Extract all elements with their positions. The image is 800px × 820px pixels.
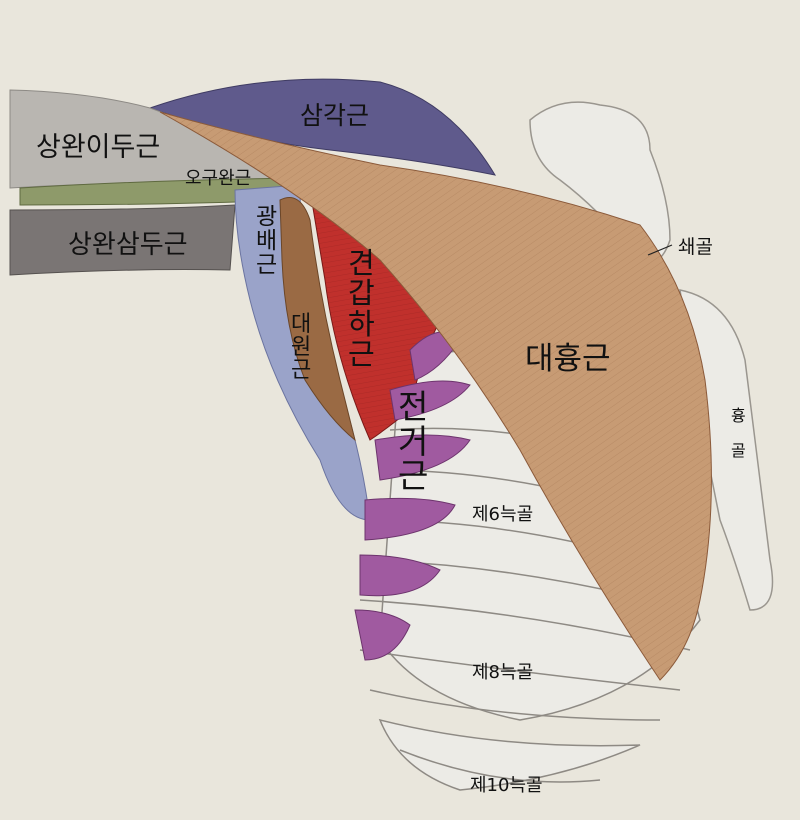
label-deltoid: 삼각근 bbox=[300, 101, 370, 130]
label-latissimus: 광 배 근 bbox=[256, 204, 278, 279]
label-pectoralis-major: 대흉근 bbox=[525, 341, 611, 377]
label-triceps: 상완삼두근 bbox=[68, 230, 188, 260]
label-rib6: 제6늑골 bbox=[472, 504, 534, 525]
label-teres-major: 대 원 근 bbox=[291, 312, 312, 384]
clavicle-bone bbox=[529, 101, 671, 264]
label-rib10: 제10늑골 bbox=[470, 775, 543, 796]
clavicle-pointer bbox=[647, 244, 673, 256]
label-rib8: 제8늑골 bbox=[472, 662, 534, 683]
serratus-muscle bbox=[354, 331, 471, 661]
teres-major-muscle bbox=[279, 197, 356, 442]
label-biceps: 상완이두근 bbox=[36, 132, 161, 163]
label-coracobrachialis: 오구완근 bbox=[185, 168, 252, 189]
label-subscapularis: 견 갑 하 근 bbox=[348, 246, 375, 372]
label-clavicle: 쇄골 bbox=[678, 236, 713, 258]
label-sternum: 흉 골 bbox=[731, 406, 746, 461]
label-serratus: 전 거 근 bbox=[398, 387, 429, 496]
triceps-muscle bbox=[9, 204, 236, 276]
